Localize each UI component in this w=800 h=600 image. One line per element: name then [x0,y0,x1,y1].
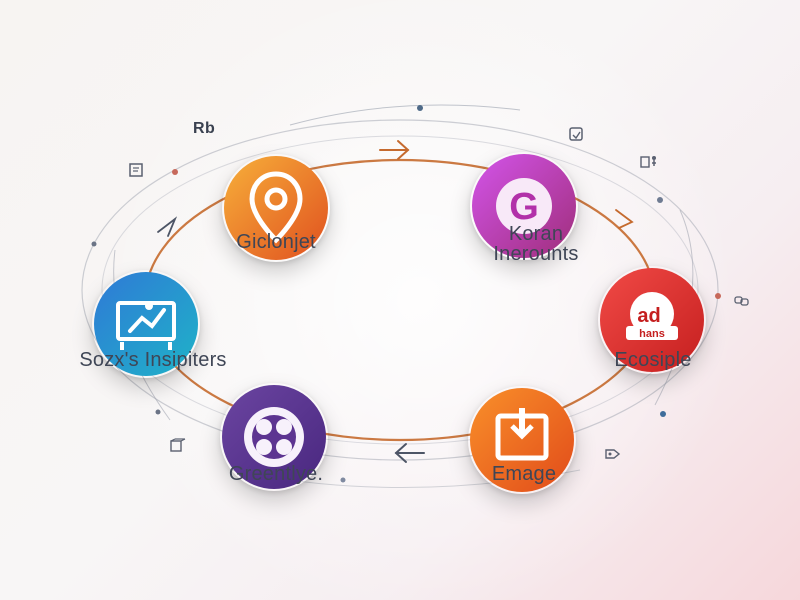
arrow-left [157,216,178,237]
person-icon [640,154,660,170]
node-label-insipiters: Sozx's Insipiters [79,349,227,371]
ad-badge-top-text: ad [637,305,660,327]
node-icon-koran[interactable]: G [470,152,578,260]
arc-flourish-top [289,104,521,126]
node-icon-emage[interactable] [468,386,576,494]
link-icon [732,293,752,309]
decor-dot [155,409,161,415]
node-label-koran-line1: Koran [508,223,564,245]
ad-badge-icon: ad hans [600,268,704,372]
node-label-greentlye: Greentlye. [228,463,324,485]
decor-dot [660,411,666,417]
decor-dot [657,197,663,203]
arrow-right [615,209,634,229]
image-frame-icon [470,388,574,492]
node-icon-giclonjet[interactable] [222,154,330,262]
node-label-giclonjet: Giclonjet [236,231,316,253]
outer-ring [81,119,719,461]
clipboard-icon [568,126,588,142]
g-letter-text: G [509,186,539,228]
node-icon-ecosiple[interactable]: ad hans [598,266,706,374]
chart-person-icon [94,272,198,376]
ad-badge-bottom-text: hans [639,328,665,340]
node-icon-greentlye[interactable] [220,383,328,491]
decor-dot [417,105,423,111]
node-icon-insipiters[interactable] [92,270,200,378]
document-icon [128,162,148,178]
outer-ring-2 [101,135,699,445]
decor-dot [340,477,346,483]
tag-icon [604,446,624,462]
decor-dot [172,169,178,175]
cube-icon [168,438,188,454]
node-label-koran-line2: Inerounts [493,243,579,265]
corner-mark: Rb [193,120,216,137]
g-letter-icon: G [472,154,576,258]
arrow-bottom-left [394,443,425,463]
node-label-koran: Koran Inerounts [468,224,604,264]
map-pin-icon [224,156,328,260]
node-label-emage: Emage [491,463,557,485]
node-label-ecosiple: Ecosiple [614,349,692,371]
decor-dot [91,241,97,247]
decor-dot [715,293,721,299]
flower-icon [222,385,326,489]
arrow-top-right [379,140,410,160]
